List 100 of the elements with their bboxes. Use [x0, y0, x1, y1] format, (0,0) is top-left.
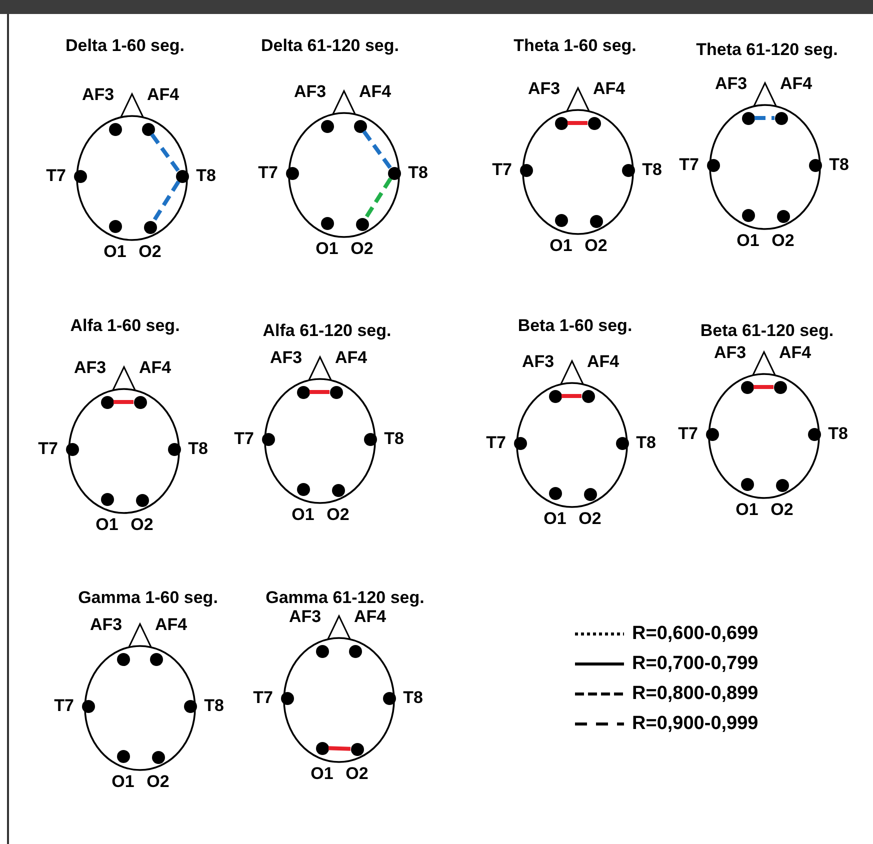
electrode-dot: [774, 112, 788, 124]
electrode-dot: [582, 390, 594, 402]
connection-line: [310, 390, 330, 394]
electrode-label: AF3: [288, 607, 322, 627]
legend-label: R=0,900-0,999: [632, 713, 758, 735]
electrode-dot: [364, 432, 376, 446]
electrode-dot: [330, 386, 342, 398]
node-label: Beta 61-120 seg.: [699, 321, 835, 341]
electrode-dot: [382, 692, 396, 704]
electrode-dot: [286, 166, 298, 180]
electrode-label: AF3: [714, 343, 746, 363]
electrode-label: O2: [138, 242, 162, 262]
node-label: Theta 61-120 seg.: [695, 40, 839, 60]
node-label: Delta 61-120 seg.: [260, 36, 400, 56]
electrode-label: O2: [130, 515, 154, 535]
electrode-dot: [108, 122, 122, 136]
electrode-label: T8: [403, 688, 423, 708]
electrode-dot: [590, 214, 602, 228]
node-label: Beta 1-60 seg.: [516, 316, 634, 336]
electrode-dot: [262, 432, 274, 446]
electrode-label: AF3: [294, 82, 326, 102]
electrode-label: O2: [326, 505, 350, 525]
connection-line: [754, 385, 774, 389]
electrode-label: AF3: [74, 358, 106, 378]
electrode-label: AF4: [146, 85, 180, 105]
electrode-label: T7: [486, 433, 506, 453]
electrode-label: T8: [204, 696, 224, 716]
electrode-label: AF4: [154, 615, 188, 635]
node-label: Alfa 1-60 seg.: [69, 316, 181, 336]
node-label: Theta 1-60 seg.: [512, 36, 638, 56]
electrode-label: AF3: [522, 352, 554, 372]
electrode-dot: [144, 220, 156, 234]
electrode-label: AF4: [334, 348, 368, 368]
legend-label: R=0,700-0,799: [632, 653, 758, 675]
electrode-label: O1: [96, 515, 118, 535]
electrode-label: T7: [234, 429, 254, 449]
electrode-label: O1: [316, 239, 338, 259]
electrode-dot: [108, 220, 122, 232]
electrode-label: O2: [772, 231, 794, 251]
electrode-dot: [116, 652, 130, 666]
electrode-label: AF3: [90, 615, 122, 635]
electrode-label: O2: [578, 509, 602, 529]
electrode-label: O1: [736, 231, 760, 251]
electrode-dot: [774, 380, 786, 394]
electrode-dot: [100, 492, 114, 506]
electrode-dot: [100, 396, 114, 408]
electrode-dot: [808, 428, 820, 440]
electrode-dot: [706, 428, 718, 440]
electrode-label: AF4: [358, 82, 392, 102]
connection-line: [362, 130, 392, 169]
electrode-label: T7: [253, 688, 273, 708]
electrode-label: T8: [636, 433, 656, 453]
electrode-dot: [332, 484, 344, 496]
electrode-dot: [808, 158, 822, 172]
electrode-label: O2: [350, 239, 374, 259]
electrode-dot: [348, 644, 362, 658]
electrode-dot: [622, 164, 634, 176]
node-label: Alfa 61-120 seg.: [262, 321, 392, 341]
electrode-label: O2: [770, 500, 794, 520]
electrode-label: O2: [346, 764, 368, 784]
electrode-label: T8: [384, 429, 404, 449]
electrode-dot: [740, 478, 754, 490]
electrode-label: T7: [46, 166, 66, 186]
electrode-dot: [176, 170, 188, 182]
electrode-label: T8: [408, 163, 428, 183]
electrode-dot: [740, 380, 754, 394]
electrode-dot: [776, 478, 788, 492]
connection-line: [754, 116, 774, 120]
connection-line: [150, 133, 180, 172]
node-label: Gamma 61-120 seg.: [264, 588, 426, 608]
electrode-dot: [320, 216, 334, 230]
electrode-dot: [588, 116, 600, 130]
electrode-label: T8: [188, 439, 208, 459]
electrode-label: T7: [678, 424, 698, 444]
node-label: Gamma 1-60 seg.: [77, 588, 219, 608]
electrode-dot: [548, 486, 562, 500]
electrode-dot: [320, 120, 334, 132]
legend-label: R=0,800-0,899: [632, 683, 758, 705]
electrode-label: T8: [828, 424, 848, 444]
electrode-label: T7: [38, 439, 58, 459]
electrode-label: O1: [104, 242, 126, 262]
electrode-label: T7: [54, 696, 74, 716]
electrode-dot: [296, 386, 310, 398]
electrode-label: AF3: [714, 74, 748, 94]
electrode-label: O1: [550, 236, 572, 256]
electrode-label: T7: [258, 163, 278, 183]
electrode-dot: [554, 214, 568, 226]
electrode-label: AF3: [528, 79, 560, 99]
electrode-dot: [554, 116, 568, 130]
electrode-dot: [74, 170, 86, 182]
electrode-dot: [776, 210, 790, 222]
electrode-label: O1: [310, 764, 334, 784]
electrode-label: T8: [829, 155, 849, 175]
electrode-dot: [354, 120, 366, 132]
connection-line: [152, 180, 180, 223]
electrode-label: AF4: [138, 358, 172, 378]
electrode-dot: [134, 396, 146, 408]
electrode-label: O2: [146, 772, 170, 792]
electrode-dot: [388, 166, 400, 180]
electrode-dot: [316, 742, 328, 754]
